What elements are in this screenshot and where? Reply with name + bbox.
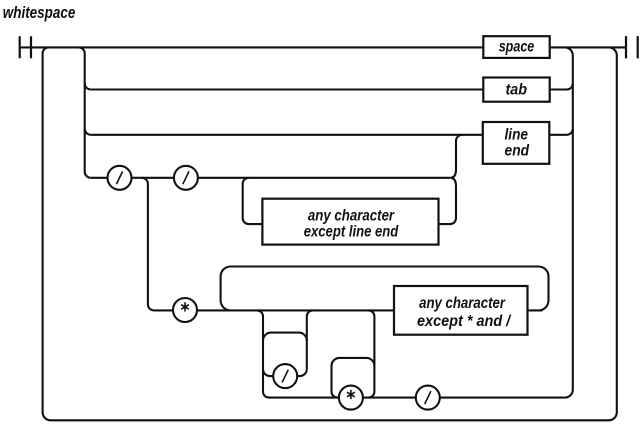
svg-text:line: line [505, 127, 529, 144]
svg-text:tab: tab [506, 82, 528, 99]
svg-text:except * and /: except * and / [417, 313, 512, 330]
svg-text:any character: any character [419, 295, 506, 312]
svg-text:any character: any character [308, 207, 395, 224]
svg-text:whitespace: whitespace [3, 3, 76, 22]
svg-text:end: end [505, 143, 531, 160]
svg-text:except line end: except line end [304, 223, 400, 240]
svg-text:space: space [499, 39, 535, 56]
